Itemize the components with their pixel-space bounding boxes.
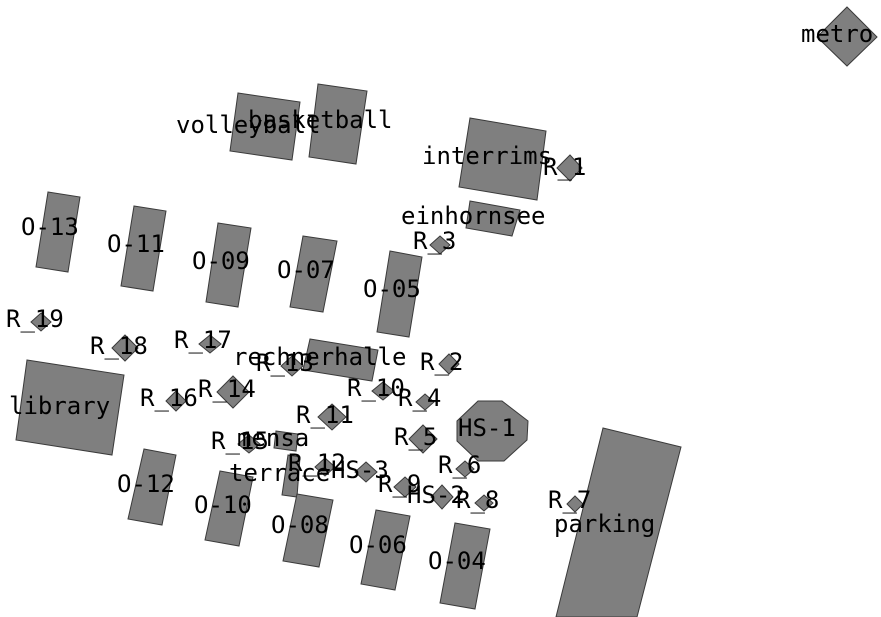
node-hs2[interactable]	[430, 484, 454, 510]
building-o09[interactable]	[205, 222, 252, 308]
node-r7[interactable]	[566, 495, 584, 513]
building-o11[interactable]	[120, 205, 167, 292]
node-r12[interactable]	[314, 457, 336, 477]
building-o12[interactable]	[127, 448, 177, 526]
label-r14: R_14	[198, 375, 256, 403]
label-r9: R_9	[378, 470, 421, 498]
label-r13: R_13	[256, 349, 314, 377]
building-o08[interactable]	[282, 493, 334, 568]
node-r15[interactable]	[237, 434, 261, 454]
label-r17: R_17	[174, 326, 232, 354]
label-r2: R_2	[420, 348, 463, 376]
node-metro[interactable]	[816, 6, 878, 67]
label-hs3: HS-3	[331, 456, 389, 484]
label-o07: O-07	[277, 256, 335, 284]
node-r8[interactable]	[474, 494, 494, 512]
node-r6[interactable]	[455, 460, 475, 478]
label-r18: R_18	[90, 332, 148, 360]
building-o07[interactable]	[289, 235, 338, 313]
label-o05: O-05	[363, 275, 421, 303]
building-rechnerhalle[interactable]	[302, 338, 379, 382]
label-r19: R_19	[6, 305, 64, 333]
building-hs1[interactable]	[456, 400, 529, 462]
label-mensa: mensa	[237, 424, 309, 452]
label-r4: R_4	[398, 384, 441, 412]
node-r9[interactable]	[393, 476, 417, 498]
node-r18[interactable]	[111, 334, 139, 362]
node-hs3[interactable]	[354, 461, 378, 483]
label-einhornsee: einhornsee	[401, 202, 546, 230]
label-r11: R_11	[296, 401, 354, 429]
node-r11[interactable]	[317, 403, 347, 431]
node-r1[interactable]	[556, 154, 583, 182]
label-metro: metro	[801, 20, 873, 48]
label-volleyball: volleyball	[176, 111, 321, 139]
label-hs1: HS-1	[458, 414, 516, 442]
label-parking: parking	[554, 510, 655, 538]
label-library: library	[9, 392, 110, 420]
label-o10: O-10	[194, 491, 252, 519]
node-r13[interactable]	[280, 355, 304, 377]
label-r6: R_6	[438, 451, 481, 479]
label-hs2: HS-2	[407, 481, 465, 509]
label-o09: O-09	[192, 247, 250, 275]
label-r3: R_3	[413, 227, 456, 255]
label-o12: O-12	[117, 470, 175, 498]
label-o13: O-13	[21, 213, 79, 241]
label-basketball: basketball	[248, 106, 393, 134]
node-r3[interactable]	[429, 235, 451, 255]
label-o11: O-11	[107, 230, 165, 258]
building-o04[interactable]	[439, 522, 491, 610]
label-o08: O-08	[271, 511, 329, 539]
label-interrims: interrims	[422, 142, 552, 170]
node-r17[interactable]	[198, 334, 222, 354]
building-basketball[interactable]	[308, 83, 368, 165]
label-rechnerhalle: rechnerhalle	[233, 343, 406, 371]
label-o06: O-06	[349, 531, 407, 559]
building-o13[interactable]	[35, 191, 81, 273]
building-mensa[interactable]	[273, 430, 299, 452]
label-r8: R_8	[456, 486, 499, 514]
node-r14[interactable]	[216, 375, 250, 409]
label-r15: R_15	[211, 427, 269, 455]
building-einhornsee[interactable]	[465, 200, 521, 237]
building-volleyball[interactable]	[229, 92, 301, 161]
label-r1: R_1	[543, 153, 586, 181]
node-r5[interactable]	[408, 424, 438, 454]
node-r4[interactable]	[415, 393, 435, 411]
building-o10[interactable]	[204, 470, 254, 547]
node-r10[interactable]	[371, 381, 395, 401]
label-r10: R_10	[347, 374, 405, 402]
label-terrace: terrace	[229, 459, 330, 487]
label-r16: R_16	[140, 384, 198, 412]
node-r19[interactable]	[30, 312, 52, 332]
node-r2[interactable]	[438, 353, 460, 375]
label-r12: R_12	[288, 449, 346, 477]
node-r16[interactable]	[165, 390, 187, 412]
label-r5: R_5	[394, 423, 437, 451]
building-library[interactable]	[15, 359, 125, 456]
building-o05[interactable]	[376, 250, 423, 338]
building-parking[interactable]	[555, 427, 682, 617]
label-r7: R_7	[548, 486, 591, 514]
building-interrims[interactable]	[458, 117, 547, 201]
label-o04: O-04	[428, 547, 486, 575]
building-o06[interactable]	[360, 509, 411, 591]
